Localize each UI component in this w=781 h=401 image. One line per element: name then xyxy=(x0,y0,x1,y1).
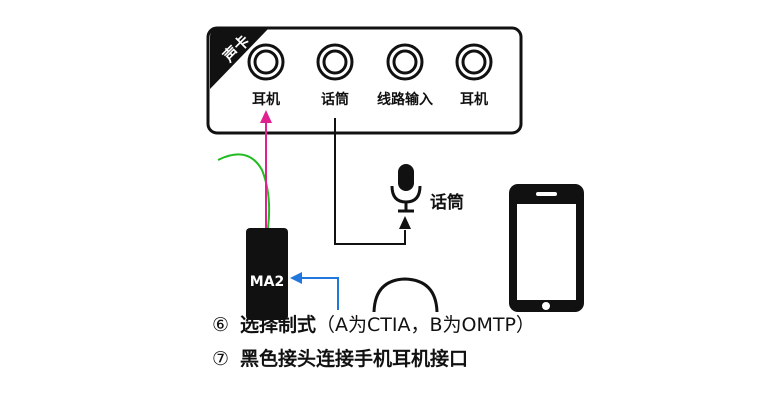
mic-cable xyxy=(334,118,411,245)
adapter-label: MA2 xyxy=(250,274,285,290)
pink-arrow-icon xyxy=(260,110,272,123)
smartphone-icon xyxy=(509,184,584,312)
blue-arrow-icon xyxy=(290,272,302,284)
step-6: ⑥ 选择制式（A为CTIA，B为OMTP） xyxy=(212,310,535,337)
port-label: 耳机 xyxy=(252,91,280,108)
port-line-in: 线路输入 xyxy=(377,43,433,108)
ma2-adapter: MA2 xyxy=(246,228,288,320)
green-cable xyxy=(217,153,271,229)
blue-cable xyxy=(290,272,339,310)
step-number: ⑦ xyxy=(212,348,230,370)
port-microphone: 话筒 xyxy=(316,43,354,108)
sound-card: 声卡 耳机 话筒 线路输入 耳机 xyxy=(206,26,523,135)
step-text: 选择制式 xyxy=(240,314,317,336)
port-headphone-1: 耳机 xyxy=(247,43,285,108)
pink-cable xyxy=(260,110,272,228)
step-7: ⑦ 黑色接头连接手机耳机接口 xyxy=(212,344,468,371)
step-note: （A为CTIA，B为OMTP） xyxy=(316,314,535,336)
port-label: 耳机 xyxy=(460,91,488,108)
port-label: 话筒 xyxy=(321,91,349,108)
port-headphone-2: 耳机 xyxy=(455,43,493,108)
microphone-icon xyxy=(390,164,422,213)
step-number: ⑥ xyxy=(212,314,230,336)
black-arrow-icon xyxy=(399,216,411,229)
port-label: 线路输入 xyxy=(377,91,433,108)
sound-card-badge xyxy=(210,29,268,89)
microphone-label: 话筒 xyxy=(430,192,464,213)
step-text: 黑色接头连接手机耳机接口 xyxy=(240,348,469,370)
knob-arc-icon xyxy=(372,277,439,313)
